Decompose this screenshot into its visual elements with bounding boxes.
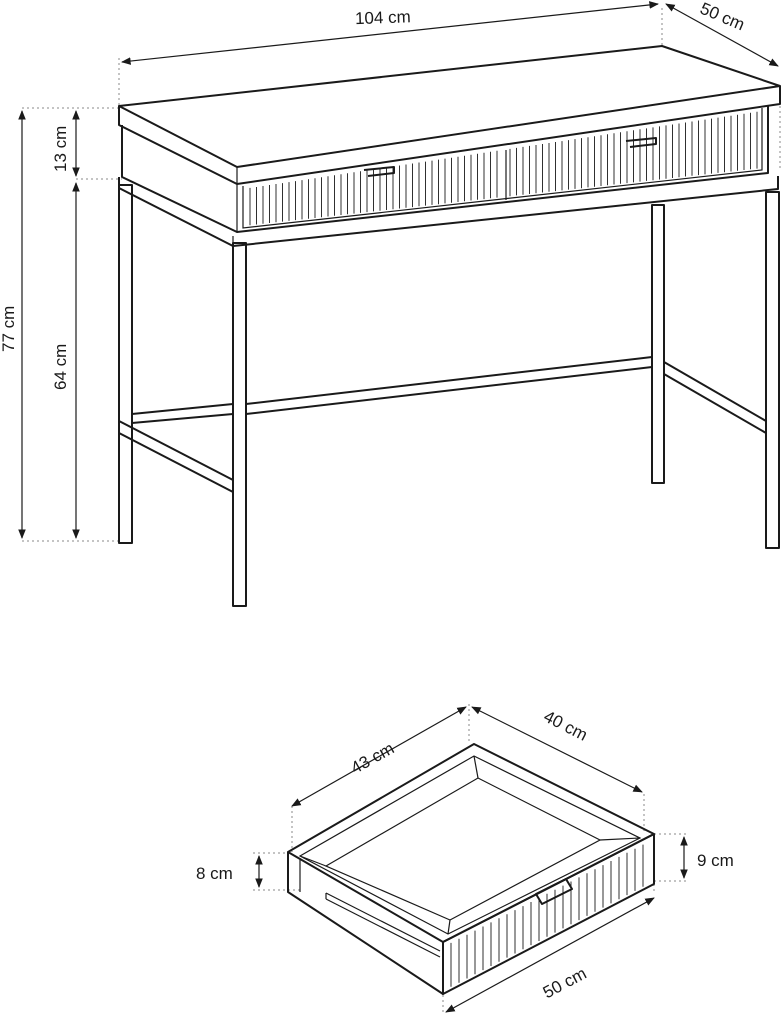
drawer-box [287,743,655,995]
drawer-front-ribs [249,111,758,226]
desk-drawing: 104 cm 50 cm 77 cm 13 cm 64 cm [0,0,781,607]
desk-legs [118,184,780,607]
leg-back-right [651,204,665,484]
desk-dimension-lines [18,1,779,539]
leg-back-left [118,184,133,544]
drawer-dimension-lines [255,706,688,1013]
desk-extension-lines [22,8,781,542]
drawer-width-label: 43 cm [348,739,398,778]
desk-top [118,45,781,185]
drawer-inner-height-label: 8 cm [196,864,233,883]
desk-drawer-height-label: 13 cm [51,126,70,172]
desk-drawer-body [121,106,769,233]
drawer-extension-lines [253,704,688,1014]
leg-front-right [765,191,780,549]
drawer-handle-right [625,137,657,148]
drawer-slide-rail [325,892,441,952]
desk-depth-label: 50 cm [697,0,747,34]
desk-total-height-label: 77 cm [0,306,18,352]
desk-stretchers [118,356,767,493]
drawer-handle [535,878,573,905]
drawer-drawing: 43 cm 40 cm 8 cm 9 cm 50 cm [196,704,734,1014]
desk-frame-rail [118,176,779,247]
desk-leg-height-label: 64 cm [51,344,70,390]
drawer-depth-label: 40 cm [541,707,591,745]
drawer-front-height-label: 9 cm [697,851,734,870]
desk-width-label: 104 cm [355,7,411,28]
leg-front-left [232,242,247,607]
drawer-front-ribs [450,844,644,987]
drawer-front-width-label: 50 cm [540,964,590,1003]
drawer-front [442,833,655,995]
drawer-handle-left [363,166,395,177]
